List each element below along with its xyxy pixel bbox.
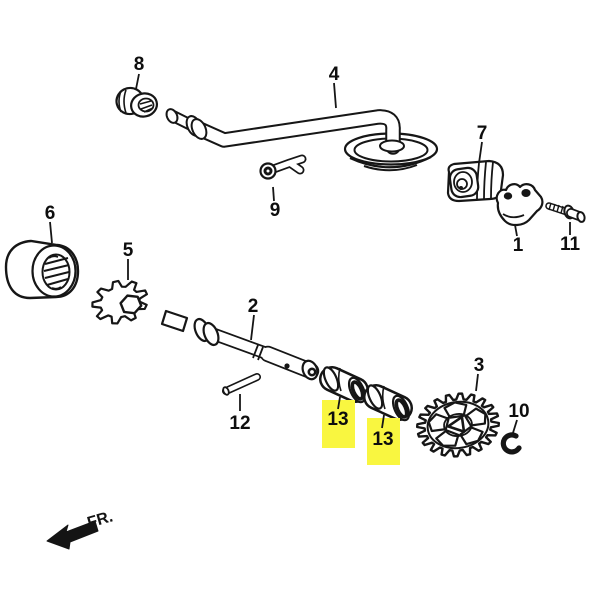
part-number-label: 4 [329, 64, 340, 85]
part-number-label: 7 [477, 123, 488, 144]
leader-line [514, 224, 518, 237]
fr-direction-arrow: FR. [46, 508, 115, 550]
part-13-collar-a [319, 366, 369, 404]
part-callout-1[interactable]: 1 [513, 224, 524, 256]
highlight-box [367, 418, 400, 465]
part-number-label: 3 [474, 355, 485, 376]
part-callout-8[interactable]: 8 [134, 54, 145, 90]
part-4-strainer-pipe [165, 108, 439, 172]
part-callout-11[interactable]: 11 [560, 222, 581, 255]
part-callout-10[interactable]: 10 [508, 401, 530, 437]
leader-line [250, 314, 255, 341]
part-callout-9[interactable]: 9 [270, 186, 281, 221]
part-callout-3[interactable]: 3 [474, 355, 485, 392]
arrow-icon [46, 520, 99, 550]
part-callout-13[interactable]: 13 [367, 414, 400, 465]
leader-line [511, 419, 518, 437]
part-10-clip [500, 432, 522, 455]
part-6-outer-rotor [4, 239, 80, 300]
leader-line [475, 373, 479, 392]
part-number-label: 13 [327, 409, 348, 430]
part-callout-12[interactable]: 12 [229, 394, 251, 434]
sprocket-window [459, 425, 484, 446]
part-number-label: 2 [248, 296, 259, 317]
part-1-stay-bracket [495, 183, 544, 227]
part-11-bolt [545, 202, 586, 223]
part-3-sprocket [415, 392, 501, 458]
leader-line [478, 141, 483, 164]
leader-line [49, 221, 53, 244]
leader-line [333, 82, 337, 109]
sprocket-window [435, 429, 460, 447]
part-number-label: 1 [513, 235, 524, 256]
part-callout-6[interactable]: 6 [45, 203, 56, 244]
part-number-label: 10 [508, 401, 529, 422]
leader-line [272, 186, 275, 202]
leader-line [135, 73, 140, 90]
part-number-label: 11 [560, 234, 581, 255]
fr-label: FR. [85, 508, 114, 531]
part-number-label: 13 [372, 429, 393, 450]
sprocket-window [464, 407, 487, 427]
part-9-joint-link [259, 154, 307, 180]
part-2-pump-shaft [160, 309, 320, 381]
part-7-pump-body [446, 159, 505, 203]
part-number-label: 9 [270, 200, 281, 221]
leader-line [337, 396, 341, 410]
part-number-label: 12 [229, 413, 250, 434]
part-number-label: 6 [45, 203, 56, 224]
part-callout-13[interactable]: 13 [322, 396, 355, 448]
part-13-collar-b [363, 384, 413, 422]
part-callout-7[interactable]: 7 [477, 123, 488, 164]
part-callout-2[interactable]: 2 [248, 296, 259, 341]
part-callout-4[interactable]: 4 [329, 64, 340, 109]
leader-line [381, 414, 385, 429]
part-8-grommet [115, 86, 159, 118]
part-12-pin [222, 373, 261, 396]
part-5-inner-rotor [91, 279, 149, 325]
part-callout-5[interactable]: 5 [123, 240, 134, 280]
part-number-label: 8 [134, 54, 145, 75]
part-number-label: 5 [123, 240, 134, 261]
